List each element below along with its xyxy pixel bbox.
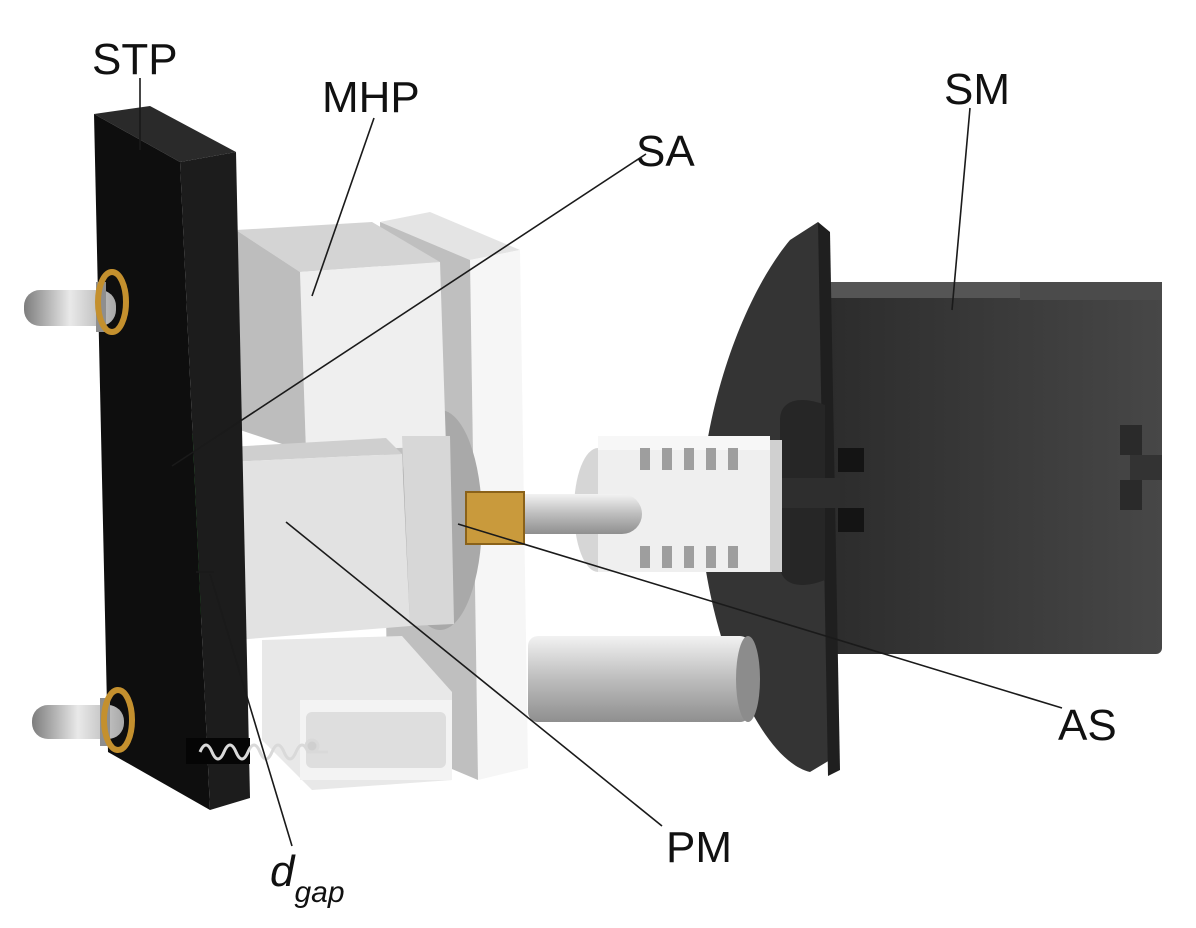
label-stp: STP <box>92 35 178 84</box>
label-sm: SM <box>944 65 1010 114</box>
leader-lines <box>139 78 1063 847</box>
stepper-motor <box>828 282 1162 654</box>
guide-rod <box>528 636 750 722</box>
brass-bushing <box>465 491 525 545</box>
leader-sm <box>951 107 971 311</box>
spring <box>198 738 328 761</box>
label-dgap: dgap <box>270 847 345 909</box>
leader-sa <box>171 153 647 467</box>
label-dgap-main: d <box>270 847 296 896</box>
leader-as <box>457 523 1063 709</box>
magnet-holder-upper <box>236 222 446 452</box>
leader-mhp <box>311 117 375 297</box>
mounting-pin-lower <box>32 687 135 753</box>
label-mhp: MHP <box>322 73 420 122</box>
label-pm: PM <box>666 823 732 872</box>
support-plate <box>94 106 250 810</box>
guide-rod-end <box>736 636 760 722</box>
mounting-pin-upper <box>24 269 129 335</box>
label-as: AS <box>1058 701 1117 750</box>
label-dgap-sub: gap <box>294 876 344 909</box>
leader-dgap <box>209 573 293 847</box>
label-sa: SA <box>636 127 695 176</box>
leader-pm <box>285 521 663 827</box>
